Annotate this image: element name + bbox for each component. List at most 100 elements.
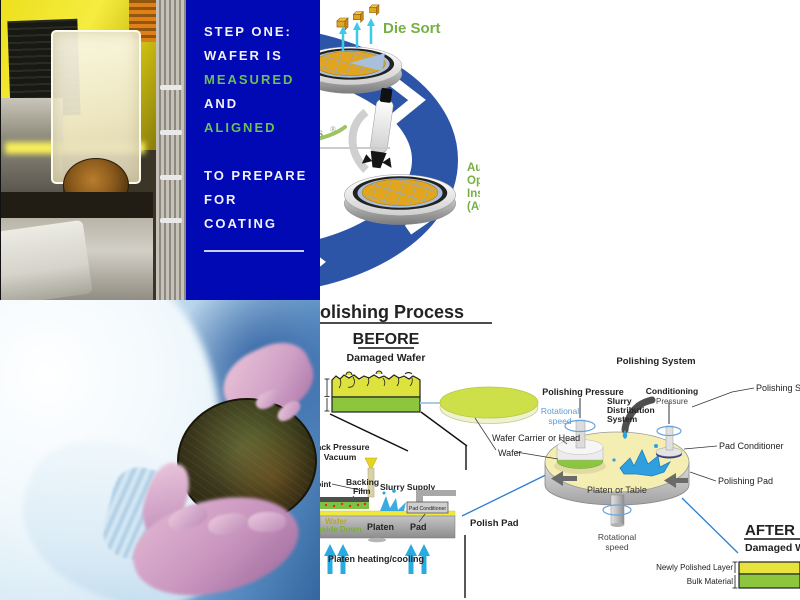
rotation-ellipse <box>602 504 632 516</box>
panel-divider <box>204 250 304 252</box>
back-pressure-1: Back Pressure <box>320 442 370 452</box>
backing-film-2: Film <box>353 486 371 496</box>
blue-line-to-after <box>681 497 739 554</box>
slurry-supply-splash <box>380 496 406 511</box>
pick-arrows <box>341 24 373 52</box>
point-label: Point <box>320 480 331 489</box>
damage-dots <box>324 502 367 508</box>
heating-label: Platen heating/cooling <box>328 554 424 564</box>
slurry-supply-label: Slurry Supply <box>380 482 436 492</box>
before-caption: Damaged Wafer <box>347 352 426 364</box>
after-block: AFTER Damaged Wafer Newly Polished Layer… <box>656 522 800 589</box>
panel-line: AND <box>204 96 239 111</box>
pick-arrowheads <box>339 18 375 34</box>
panel-line: ALIGNED <box>204 120 277 135</box>
panel-line: FOR <box>204 192 238 207</box>
cable-tie <box>160 218 182 223</box>
vacuum-rod <box>367 467 375 498</box>
backing-film-layer <box>320 497 369 502</box>
polished-layer <box>738 561 800 575</box>
die-cube <box>368 4 380 16</box>
step-one-panel: STEP ONE: WAFER IS MEASURED AND ALIGNED … <box>186 0 320 300</box>
polishing-svg: Polishing Process BEFORE Damaged Wafer <box>320 302 800 598</box>
before-block: BEFORE Damaged Wafer <box>324 331 426 413</box>
conditioning-2: Pressure <box>656 397 689 406</box>
after-dimension-ticks <box>732 561 738 589</box>
back-pressure-2: Vacuum <box>324 452 357 462</box>
pad-conditioner <box>655 402 683 459</box>
platen-rotation-arrows <box>551 471 688 488</box>
wafer-upside-label-2: Upside Down <box>320 525 362 534</box>
wafer-ellipse <box>439 386 539 424</box>
polish-pad-label: Polish Pad <box>470 518 519 529</box>
label-aoi-2: Optical <box>467 175 480 187</box>
backing-film-1: Backing <box>346 477 379 487</box>
wafer-label: Wafer <box>498 448 522 458</box>
cable-tie <box>160 175 182 180</box>
system-title: Polishing System <box>616 356 695 367</box>
after-caption: Damaged Wafer <box>745 542 800 554</box>
station-die-sort <box>297 4 403 94</box>
wafer-upside-label-1: Wafer <box>325 517 347 526</box>
rotational-1: Rotational <box>541 406 579 416</box>
label-aoi-3: Inspection <box>467 188 480 200</box>
rotational-2: speed <box>548 416 571 426</box>
panel-line: TO PREPARE <box>204 168 308 183</box>
label-die-sort: Die Sort <box>383 20 441 37</box>
wafer-carrier <box>554 398 606 474</box>
polishing-process-diagram: Polishing Process BEFORE Damaged Wafer <box>320 300 800 600</box>
platen-label: Platen or Table <box>587 485 647 495</box>
polishing-pad-label: Polishing Pad <box>718 476 773 486</box>
panel-line: STEP ONE: <box>204 24 292 39</box>
lithography-machine-photo <box>1 0 186 300</box>
conditioner-pipe <box>416 490 456 496</box>
polishing-slurry-label: Polishing Slurry <box>756 383 800 393</box>
bulk-layer <box>331 396 421 413</box>
pad-label: Pad <box>410 522 427 532</box>
crack-lines <box>338 376 413 389</box>
rotational2-2: speed <box>605 542 628 552</box>
bulk-layer-after <box>738 573 800 589</box>
cable-tie <box>160 130 182 135</box>
slurry-dist-1: Slurry <box>607 396 632 406</box>
diagram-title: Polishing Process <box>320 302 464 322</box>
cross-section: Back Pressure Vacuum Point Backing Film … <box>320 442 519 574</box>
vacuum-arrow <box>364 457 378 471</box>
blue-line-to-section <box>461 467 561 517</box>
robot-arm <box>1 219 93 300</box>
dimension-ticks <box>324 378 330 412</box>
conditioning-1: Conditioning <box>646 386 698 396</box>
panel-line: WAFER IS <box>204 48 283 63</box>
pad-conditioner-box <box>406 501 449 514</box>
damaged-layer <box>331 374 421 398</box>
die-cube <box>352 10 364 24</box>
bulk-material-label: Bulk Material <box>687 577 733 586</box>
platen-slab <box>320 515 456 539</box>
rotational2-1: Rotational <box>598 532 636 542</box>
slurry-nozzle <box>621 396 656 434</box>
label-aoi-1: Auto <box>467 162 480 174</box>
panel-line: COATING <box>204 216 277 231</box>
cleanroom-wafer-photo <box>0 300 320 600</box>
slurry-splash <box>619 449 672 477</box>
machine-rail <box>1 192 153 218</box>
pedestal <box>610 494 625 526</box>
slurry-dist-3: System <box>607 414 638 424</box>
slurry-dist-2: Distribution <box>607 405 655 415</box>
registered-mark: ® <box>330 125 336 134</box>
polishing-system: Polishing System Platen or Table Rotatio… <box>474 356 800 552</box>
wafer-carrier-label: Wafer Carrier or Head <box>492 433 580 443</box>
cable-bundle <box>156 0 186 300</box>
pad-conditioner-label: Pad Conditioner <box>719 441 784 451</box>
cable-tie <box>160 85 182 90</box>
panel-line: MEASURED <box>204 72 295 87</box>
label-aoi-4: (AOI) <box>467 201 480 213</box>
platen-slab-label: Platen <box>367 522 394 532</box>
wafer-layer <box>320 502 369 509</box>
microscope <box>361 87 394 169</box>
bracket-lines <box>329 411 468 598</box>
before-heading: BEFORE <box>353 331 420 348</box>
pad-conditioner-box-label: Pad Conditioner <box>409 506 446 512</box>
after-heading: AFTER <box>745 522 795 539</box>
